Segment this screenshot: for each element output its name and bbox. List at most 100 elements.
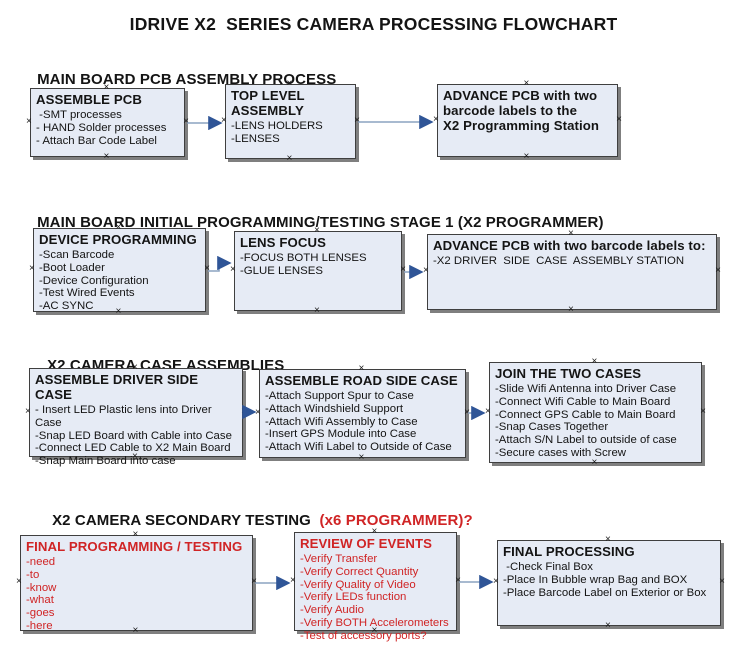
box-item: -what [26,594,54,607]
box-item: -Device Configuration [39,274,149,287]
box-item: -Snap Main Board into case [35,455,176,468]
connection-anchor-icon: × [523,151,530,162]
connection-anchor-icon: × [183,115,189,127]
box-items: -SMT processes- HAND Solder processes- A… [36,109,180,147]
box-item: -need [26,556,56,568]
flow-box-join-the-two-cases: JOIN THE TWO CASES -Slide Wifi Antenna i… [485,357,706,468]
connection-anchor-icon: × [29,263,35,274]
connection-anchor-icon: × [485,405,491,417]
connection-anchor-icon: × [605,620,611,631]
box-title: ASSEMBLE PCB [36,92,142,107]
connection-anchor-icon: × [26,115,32,127]
flow-box-final-programming-testing: FINAL PROGRAMMING / TESTING -need-to-kno… [16,530,257,636]
connection-anchor-icon: × [25,405,31,417]
section-header-pcb-assembly: MAIN BOARD PCB ASSEMBLY PROCESS [20,54,336,105]
box-title: REVIEW OF EVENTS [300,536,433,551]
connection-anchor-icon: × [493,576,499,587]
page-title: IDRIVE X2 SERIES CAMERA PROCESSING FLOWC… [129,14,618,34]
box-item: -here [26,619,53,632]
flow-box-assemble-driver-side-case: ASSEMBLE DRIVER SIDE CASE - Insert LED P… [25,363,247,468]
box-title: ADVANCE PCB with two barcode labels to t… [443,88,600,133]
section-header-initial-programming: MAIN BOARD INITIAL PROGRAMMING/TESTING S… [20,197,604,248]
box-item: -Verify Quality of Video [300,578,416,591]
box-item: - Attach Bar Code Label [36,134,157,147]
box-item: -LENSES [231,132,280,145]
box-items: -Check Final Box-Place In Bubble wrap Ba… [503,561,716,599]
box-item: - Insert LED Plastic lens into Driver Ca… [35,404,215,429]
box-item: -to [26,568,40,581]
box-item: -Verify Correct Quantity [300,565,419,578]
connection-anchor-icon: × [568,304,574,315]
connection-anchor-icon: × [241,405,247,417]
flow-box-assemble-pcb: ASSEMBLE PCB -SMT processes- HAND Solder… [26,83,189,162]
box-item: -SMT processes [36,109,122,121]
connection-anchor-icon: × [251,576,257,587]
connection-anchor-icon: × [290,574,296,586]
box-item: - HAND Solder processes [36,121,167,134]
box-items: -X2 DRIVER SIDE CASE ASSEMBLY STATION [433,255,712,268]
box-item: -Verify Audio [300,604,364,617]
box-item: -AC SYNC [39,300,94,313]
box-item: -Boot Loader [39,261,105,274]
flow-box-advance-pcb-driver-side: ADVANCE PCB with two barcode labels to: … [423,229,721,315]
box-item: -Place Barcode Label on Exterior or Box [503,586,707,599]
box-items: -need-to-know-what-goes-here [26,556,248,633]
connection-anchor-icon: × [314,305,320,316]
box-title: FINAL PROGRAMMING / TESTING [26,539,243,554]
box-item: -Insert GPS Module into Case [265,428,417,441]
box-items: -Attach Support Spur to Case-Attach Wind… [265,390,461,454]
section-header-secondary-testing: X2 CAMERA SECONDARY TESTING (x6 PROGRAMM… [35,495,473,546]
box-item: -Connect GPS Cable to Main Board [495,408,676,421]
box-item: -Scan Barcode [39,249,115,261]
box-item: -X2 DRIVER SIDE CASE ASSEMBLY STATION [433,255,685,267]
connection-anchor-icon: × [455,574,461,586]
box-item: -Test of accessory ports? [300,629,427,642]
flow-box-review-of-events: REVIEW OF EVENTS -Verify Transfer-Verify… [290,527,461,642]
box-item: -Verify Transfer [300,553,378,565]
box-item: -FOCUS BOTH LENSES [240,252,367,264]
box-title: TOP LEVEL ASSEMBLY [231,88,305,118]
connection-anchor-icon: × [616,113,622,125]
box-item: -Attach Windshield Support [265,402,404,415]
section-header-text: X2 CAMERA SECONDARY TESTING [52,512,320,529]
connection-anchor-icon: × [230,264,236,275]
box-title: ASSEMBLE ROAD SIDE CASE [265,373,458,388]
box-item: -Attach Wifi Label to Outside of Case [265,441,452,454]
section-header-red-text: (x6 PROGRAMMER)? [319,512,473,529]
connection-anchor-icon: × [204,263,210,274]
box-item: -Attach Wifi Assembly to Case [265,415,418,428]
flow-box-lens-focus: LENS FOCUS -FOCUS BOTH LENSES-GLUE LENSE… [230,226,406,316]
box-item: -know [26,581,57,594]
box-item: -Snap LED Board with Cable into Case [35,429,232,442]
flow-arrow [208,255,232,272]
box-item: -Connect Wifi Cable to Main Board [495,395,671,408]
box-item: -Check Final Box [503,561,593,573]
box-title: LENS FOCUS [240,235,326,250]
connection-anchor-icon: × [103,151,110,162]
flow-box-top-level-assembly: TOP LEVEL ASSEMBLY -LENS HOLDERS-LENSES … [221,79,360,164]
flow-box-device-programming: DEVICE PROGRAMMING -Scan Barcode-Boot Lo… [29,223,210,317]
connection-anchor-icon: × [464,406,470,418]
flow-box-advance-pcb-programming-station: ADVANCE PCB with two barcode labels to t… [433,79,622,162]
box-item: -Connect LED Cable to X2 Main Board [35,442,231,455]
section-header-text: MAIN BOARD PCB ASSEMBLY PROCESS [37,71,337,88]
connection-anchor-icon: × [255,406,261,418]
box-item: -Verify LEDs function [300,591,407,604]
box-title: FINAL PROCESSING [503,544,635,559]
box-item: -Slide Wifi Antenna into Driver Case [495,383,677,395]
box-item: -Secure cases with Screw [495,446,627,459]
box-title: DEVICE PROGRAMMING [39,232,197,247]
flow-box-assemble-road-side-case: ASSEMBLE ROAD SIDE CASE -Attach Support … [255,364,470,463]
box-item: -LENS HOLDERS [231,120,323,132]
box-item: -Verify BOTH Accelerometers [300,616,449,629]
connection-anchor-icon: × [423,265,429,276]
connection-anchor-icon: × [719,576,725,587]
box-item: -goes [26,607,55,620]
box-item: -Attach S/N Label to outside of case [495,434,677,447]
box-items: -LENS HOLDERS-LENSES [231,120,351,146]
box-items: -Scan Barcode-Boot Loader-Device Configu… [39,249,201,313]
box-item: -Snap Cases Together [495,421,609,434]
box-items: -Slide Wifi Antenna into Driver Case-Con… [495,383,697,460]
box-title: JOIN THE TWO CASES [495,366,642,381]
box-item: -Test Wired Events [39,287,135,300]
